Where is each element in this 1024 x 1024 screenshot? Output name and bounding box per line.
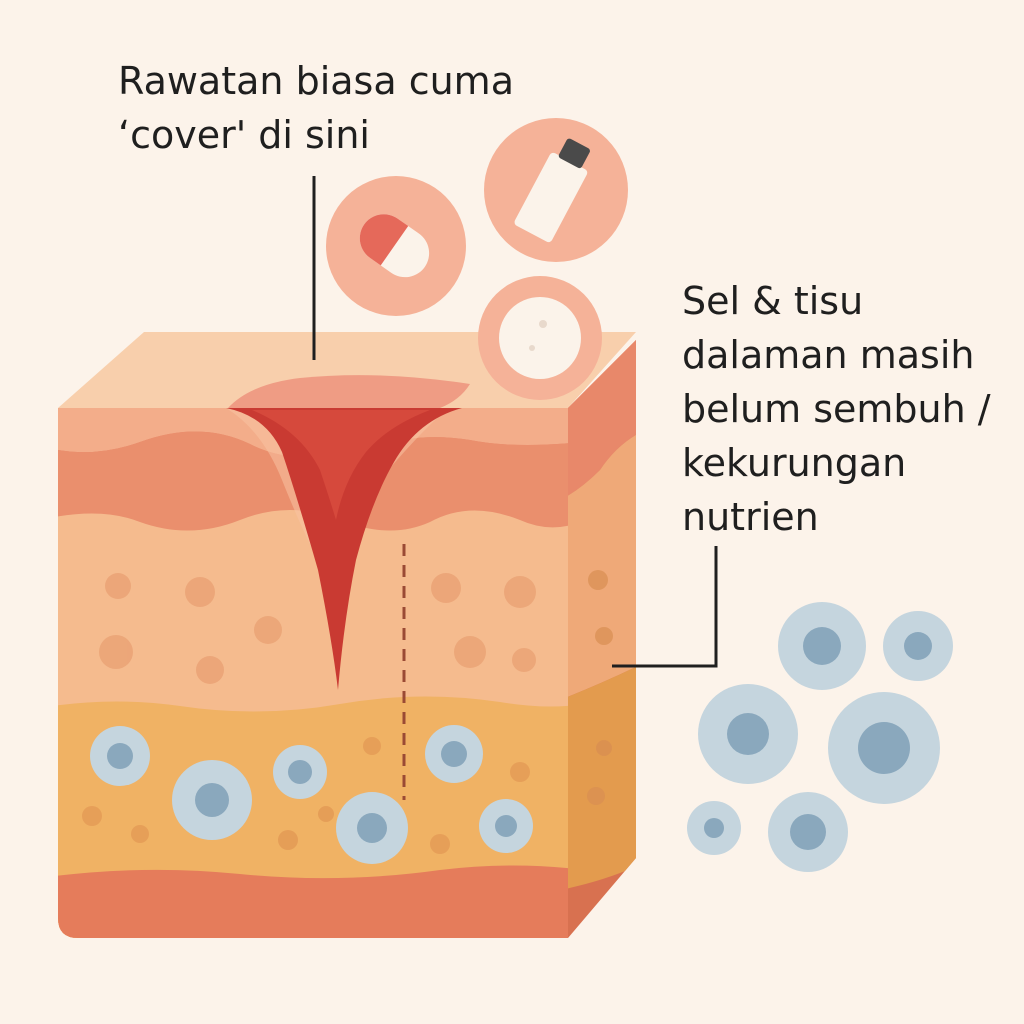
cell [90, 726, 150, 786]
deep-label-line: Sel & tisu [682, 279, 864, 323]
cell [828, 692, 940, 804]
cell [172, 760, 252, 840]
base-layer [58, 865, 568, 938]
capsule-icon [326, 176, 466, 316]
cell [768, 792, 848, 872]
cell [479, 799, 533, 853]
deep-leader-line [612, 546, 718, 668]
cell [883, 611, 953, 681]
cotton-pad-icon [478, 276, 602, 400]
wound-rim [228, 375, 470, 408]
deep-label-line: nutrien [682, 495, 819, 539]
skin-front-face [58, 408, 568, 938]
cell [425, 725, 483, 783]
surface-label-line: ‘cover' di sini [118, 113, 370, 157]
cell [698, 684, 798, 784]
cream-tube-icon [484, 118, 628, 262]
fat-dots [82, 737, 530, 854]
surface-treatment-label: Rawatan biasa cuma ‘cover' di sini [118, 54, 538, 162]
wound [226, 408, 462, 690]
cell [687, 801, 741, 855]
cell [778, 602, 866, 690]
skin-side-face [568, 340, 636, 938]
wound-highlight [252, 410, 430, 520]
floating-cells [687, 602, 953, 872]
cell [336, 792, 408, 864]
cell [273, 745, 327, 799]
surface-label-line: Rawatan biasa cuma [118, 59, 514, 103]
deep-label-line: dalaman masih [682, 333, 975, 377]
deep-tissue-label: Sel & tisu dalaman masih belum sembuh / … [682, 274, 1012, 544]
deep-cells [90, 725, 533, 864]
deep-label-line: kekurungan [682, 441, 907, 485]
deep-label-line: belum sembuh / [682, 387, 991, 431]
tissue-dots [99, 573, 536, 684]
